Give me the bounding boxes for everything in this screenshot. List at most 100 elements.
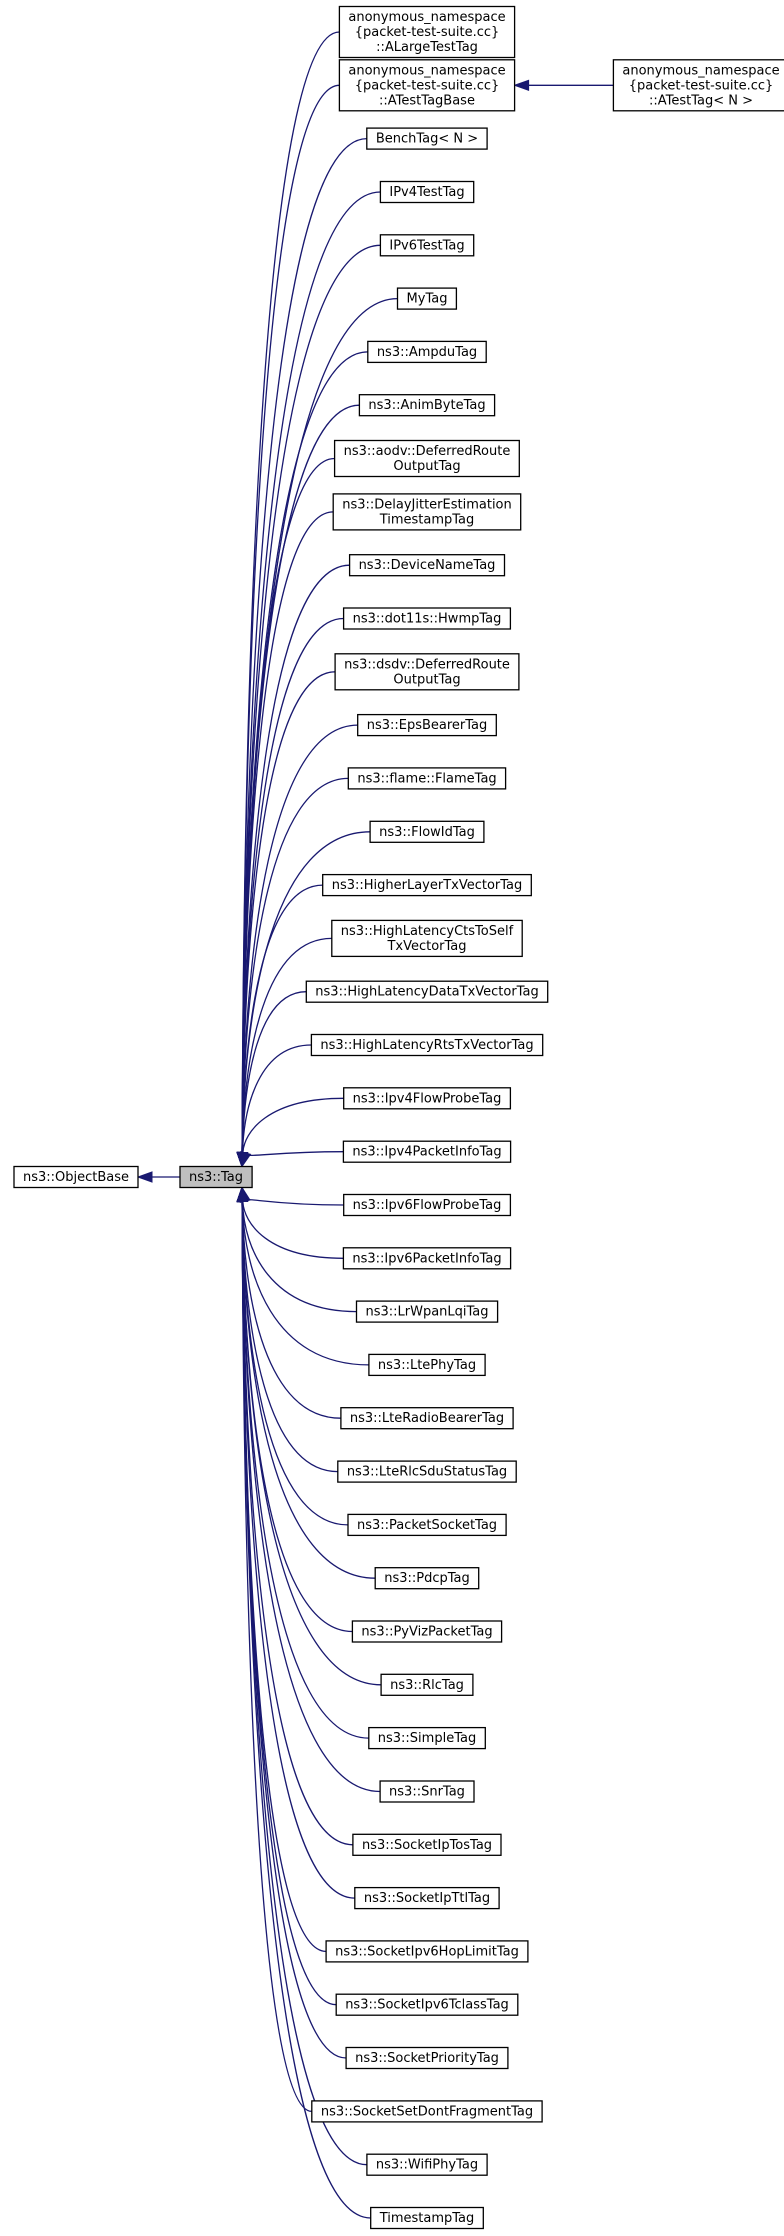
class-node-highlatencydatatxvectortag[interactable]: ns3::HighLatencyDataTxVectorTag	[305, 980, 549, 1003]
class-label-line: ::ATestTagBase	[379, 93, 475, 108]
class-node-socketprioritytag[interactable]: ns3::SocketPriorityTag	[345, 2046, 509, 2070]
class-node-epsbearertag[interactable]: ns3::EpsBearerTag	[357, 713, 497, 737]
class-node-simpletag[interactable]: ns3::SimpleTag	[368, 1726, 486, 1750]
class-label-line: {packet-test-suite.cc}	[355, 78, 500, 93]
class-node-highlatencyrtstxvectortag[interactable]: ns3::HighLatencyRtsTxVectorTag	[310, 1033, 544, 1057]
class-label-line: ns3::SocketSetDontFragmentTag	[321, 2104, 533, 2119]
class-box-pyvizpackettag	[351, 1620, 503, 1643]
class-label-line: ::ALargeTestTag	[376, 40, 478, 55]
class-box-benchtag	[366, 127, 488, 150]
class-label-line: anonymous_namespace	[622, 63, 779, 78]
class-node-ltephytag[interactable]: ns3::LtePhyTag	[368, 1353, 486, 1377]
class-node-socketsetdontfragmenttag[interactable]: ns3::SocketSetDontFragmentTag	[311, 2100, 543, 2123]
inheritance-edge-lrwpanlqitag	[241, 1201, 357, 1313]
class-label-line: ns3::dsdv::DeferredRoute	[344, 657, 510, 672]
class-label-line: ns3::ObjectBase	[23, 1170, 129, 1185]
class-label-line: ns3::FlowIdTag	[379, 825, 475, 840]
class-node-wifiphytag[interactable]: ns3::WifiPhyTag	[366, 2153, 488, 2176]
class-box-lteradiobearertag	[340, 1407, 514, 1430]
class-label-line: ns3::HighLatencyDataTxVectorTag	[315, 985, 538, 1000]
class-label-line: ns3::AnimByteTag	[368, 398, 485, 413]
class-node-animbytetag[interactable]: ns3::AnimByteTag	[358, 394, 496, 417]
class-node-atesttag[interactable]: anonymous_namespace{packet-test-suite.cc…	[612, 59, 784, 112]
class-node-higherlayertxvectortag[interactable]: ns3::HigherLayerTxVectorTag	[322, 873, 532, 897]
class-box-ipv4packetinfotag	[342, 1140, 512, 1163]
inheritance-edge-ipv6packetinfotag	[242, 1201, 344, 1259]
class-node-objectbase[interactable]: ns3::ObjectBase	[13, 1165, 139, 1189]
class-box-socketipv6hoplimittag	[325, 1940, 529, 1963]
class-node-benchtag[interactable]: BenchTag< N >	[366, 127, 488, 150]
class-box-epsbearertag	[357, 713, 497, 737]
class-node-lteradiobearertag[interactable]: ns3::LteRadioBearerTag	[340, 1407, 514, 1430]
class-label-line: ns3::WifiPhyTag	[376, 2158, 478, 2173]
class-label-line: ns3::LrWpanLqiTag	[365, 1305, 488, 1320]
inheritance-edge-higherlayertxvectortag	[241, 884, 323, 1153]
class-node-lrwpanlqitag[interactable]: ns3::LrWpanLqiTag	[355, 1300, 499, 1323]
class-label-line: ns3::Ipv6PacketInfoTag	[352, 1251, 501, 1266]
class-node-snrtag[interactable]: ns3::SnrTag	[379, 1780, 475, 1803]
class-box-simpletag	[368, 1726, 486, 1750]
class-node-devicenametag[interactable]: ns3::DeviceNameTag	[348, 554, 506, 577]
class-node-pyvizpackettag[interactable]: ns3::PyVizPacketTag	[351, 1620, 503, 1643]
class-box-flowidtag	[369, 820, 485, 843]
class-label-line: ns3::LtePhyTag	[378, 1358, 476, 1373]
inheritance-edge-highlatencydatatxvectortag	[241, 991, 307, 1153]
class-node-ipv6flowprobetag[interactable]: ns3::Ipv6FlowProbeTag	[343, 1193, 512, 1217]
class-label-line: ns3::SimpleTag	[378, 1731, 476, 1746]
class-node-socketipttltag[interactable]: ns3::SocketIpTtlTag	[354, 1886, 500, 1910]
class-box-socketiptostag	[352, 1833, 502, 1856]
class-box-ipv4flowprobetag	[343, 1087, 512, 1110]
class-node-ipv6testtag[interactable]: IPv6TestTag	[379, 234, 475, 257]
class-label-line: ns3::LteRlcSduStatusTag	[347, 1465, 507, 1480]
class-box-timestamptag	[370, 2206, 484, 2230]
edges-layer	[136, 31, 614, 2219]
class-label-line: ns3::HighLatencyCtsToSelf	[341, 924, 514, 939]
class-node-dot11s-hwmptag[interactable]: ns3::dot11s::HwmpTag	[342, 607, 512, 630]
class-node-tag[interactable]: ns3::Tag	[179, 1165, 253, 1189]
class-label-line: ns3::HigherLayerTxVectorTag	[332, 878, 523, 893]
inheritance-edge-ipv6flowprobetag	[244, 1199, 344, 1206]
class-node-socketiptostag[interactable]: ns3::SocketIpTosTag	[352, 1833, 502, 1856]
class-node-alargetesttag[interactable]: anonymous_namespace{packet-test-suite.cc…	[338, 5, 516, 59]
nodes-layer: ns3::ObjectBase ns3::Tag anonymous_namespa…	[13, 5, 784, 2230]
class-node-ipv4packetinfotag[interactable]: ns3::Ipv4PacketInfoTag	[342, 1140, 512, 1163]
class-node-socketipv6hoplimittag[interactable]: ns3::SocketIpv6HopLimitTag	[325, 1940, 529, 1963]
class-box-flame-flametag	[347, 767, 507, 790]
class-node-ipv4flowprobetag[interactable]: ns3::Ipv4FlowProbeTag	[343, 1087, 512, 1110]
class-node-pdcptag[interactable]: ns3::PdcpTag	[374, 1567, 480, 1590]
class-node-lterlcsdustatustag[interactable]: ns3::LteRlcSduStatusTag	[337, 1460, 517, 1483]
class-node-mytag[interactable]: MyTag	[396, 287, 458, 310]
class-box-dot11s-hwmptag	[342, 607, 512, 630]
class-label-line: TimestampTag	[379, 512, 475, 527]
class-node-atesttagbase[interactable]: anonymous_namespace{packet-test-suite.cc…	[338, 59, 516, 112]
class-node-ipv6packetinfotag[interactable]: ns3::Ipv6PacketInfoTag	[342, 1247, 512, 1270]
class-node-socketipv6tclasstag[interactable]: ns3::SocketIpv6TclassTag	[335, 1993, 519, 2016]
class-node-flowidtag[interactable]: ns3::FlowIdTag	[369, 820, 485, 843]
class-label-line: ns3::SocketIpTtlTag	[364, 1891, 490, 1906]
inheritance-edge-socketipttltag	[241, 1201, 355, 1899]
class-node-packetsockettag[interactable]: ns3::PacketSocketTag	[347, 1513, 507, 1537]
class-box-highlatencyctstoselftxvectortag	[331, 919, 523, 958]
class-box-lterlcsdustatustag	[337, 1460, 517, 1483]
class-label-line: ns3::SocketIpv6TclassTag	[345, 1998, 509, 2013]
class-box-dsdv-deferredrouteoutputtag	[334, 653, 520, 691]
class-label-line: OutputTag	[393, 459, 460, 474]
class-box-socketsetdontfragmenttag	[311, 2100, 543, 2123]
class-box-socketipttltag	[354, 1886, 500, 1910]
class-node-flame-flametag[interactable]: ns3::flame::FlameTag	[347, 767, 507, 790]
class-label-line: ns3::SocketIpTosTag	[362, 1838, 492, 1853]
class-node-rlctag[interactable]: ns3::RlcTag	[380, 1673, 474, 1696]
class-node-ampdutag[interactable]: ns3::AmpduTag	[367, 340, 487, 364]
class-node-timestamptag[interactable]: TimestampTag	[370, 2206, 484, 2230]
class-box-wifiphytag	[366, 2153, 488, 2176]
class-box-ipv6flowprobetag	[343, 1193, 512, 1217]
class-label-line: ns3::aodv::DeferredRoute	[344, 444, 511, 459]
inheritance-edge-ipv4flowprobetag	[242, 1097, 344, 1153]
class-node-ipv4testtag[interactable]: IPv4TestTag	[379, 180, 475, 204]
class-label-line: ns3::HighLatencyRtsTxVectorTag	[320, 1038, 533, 1053]
class-box-ipv6testtag	[379, 234, 475, 257]
